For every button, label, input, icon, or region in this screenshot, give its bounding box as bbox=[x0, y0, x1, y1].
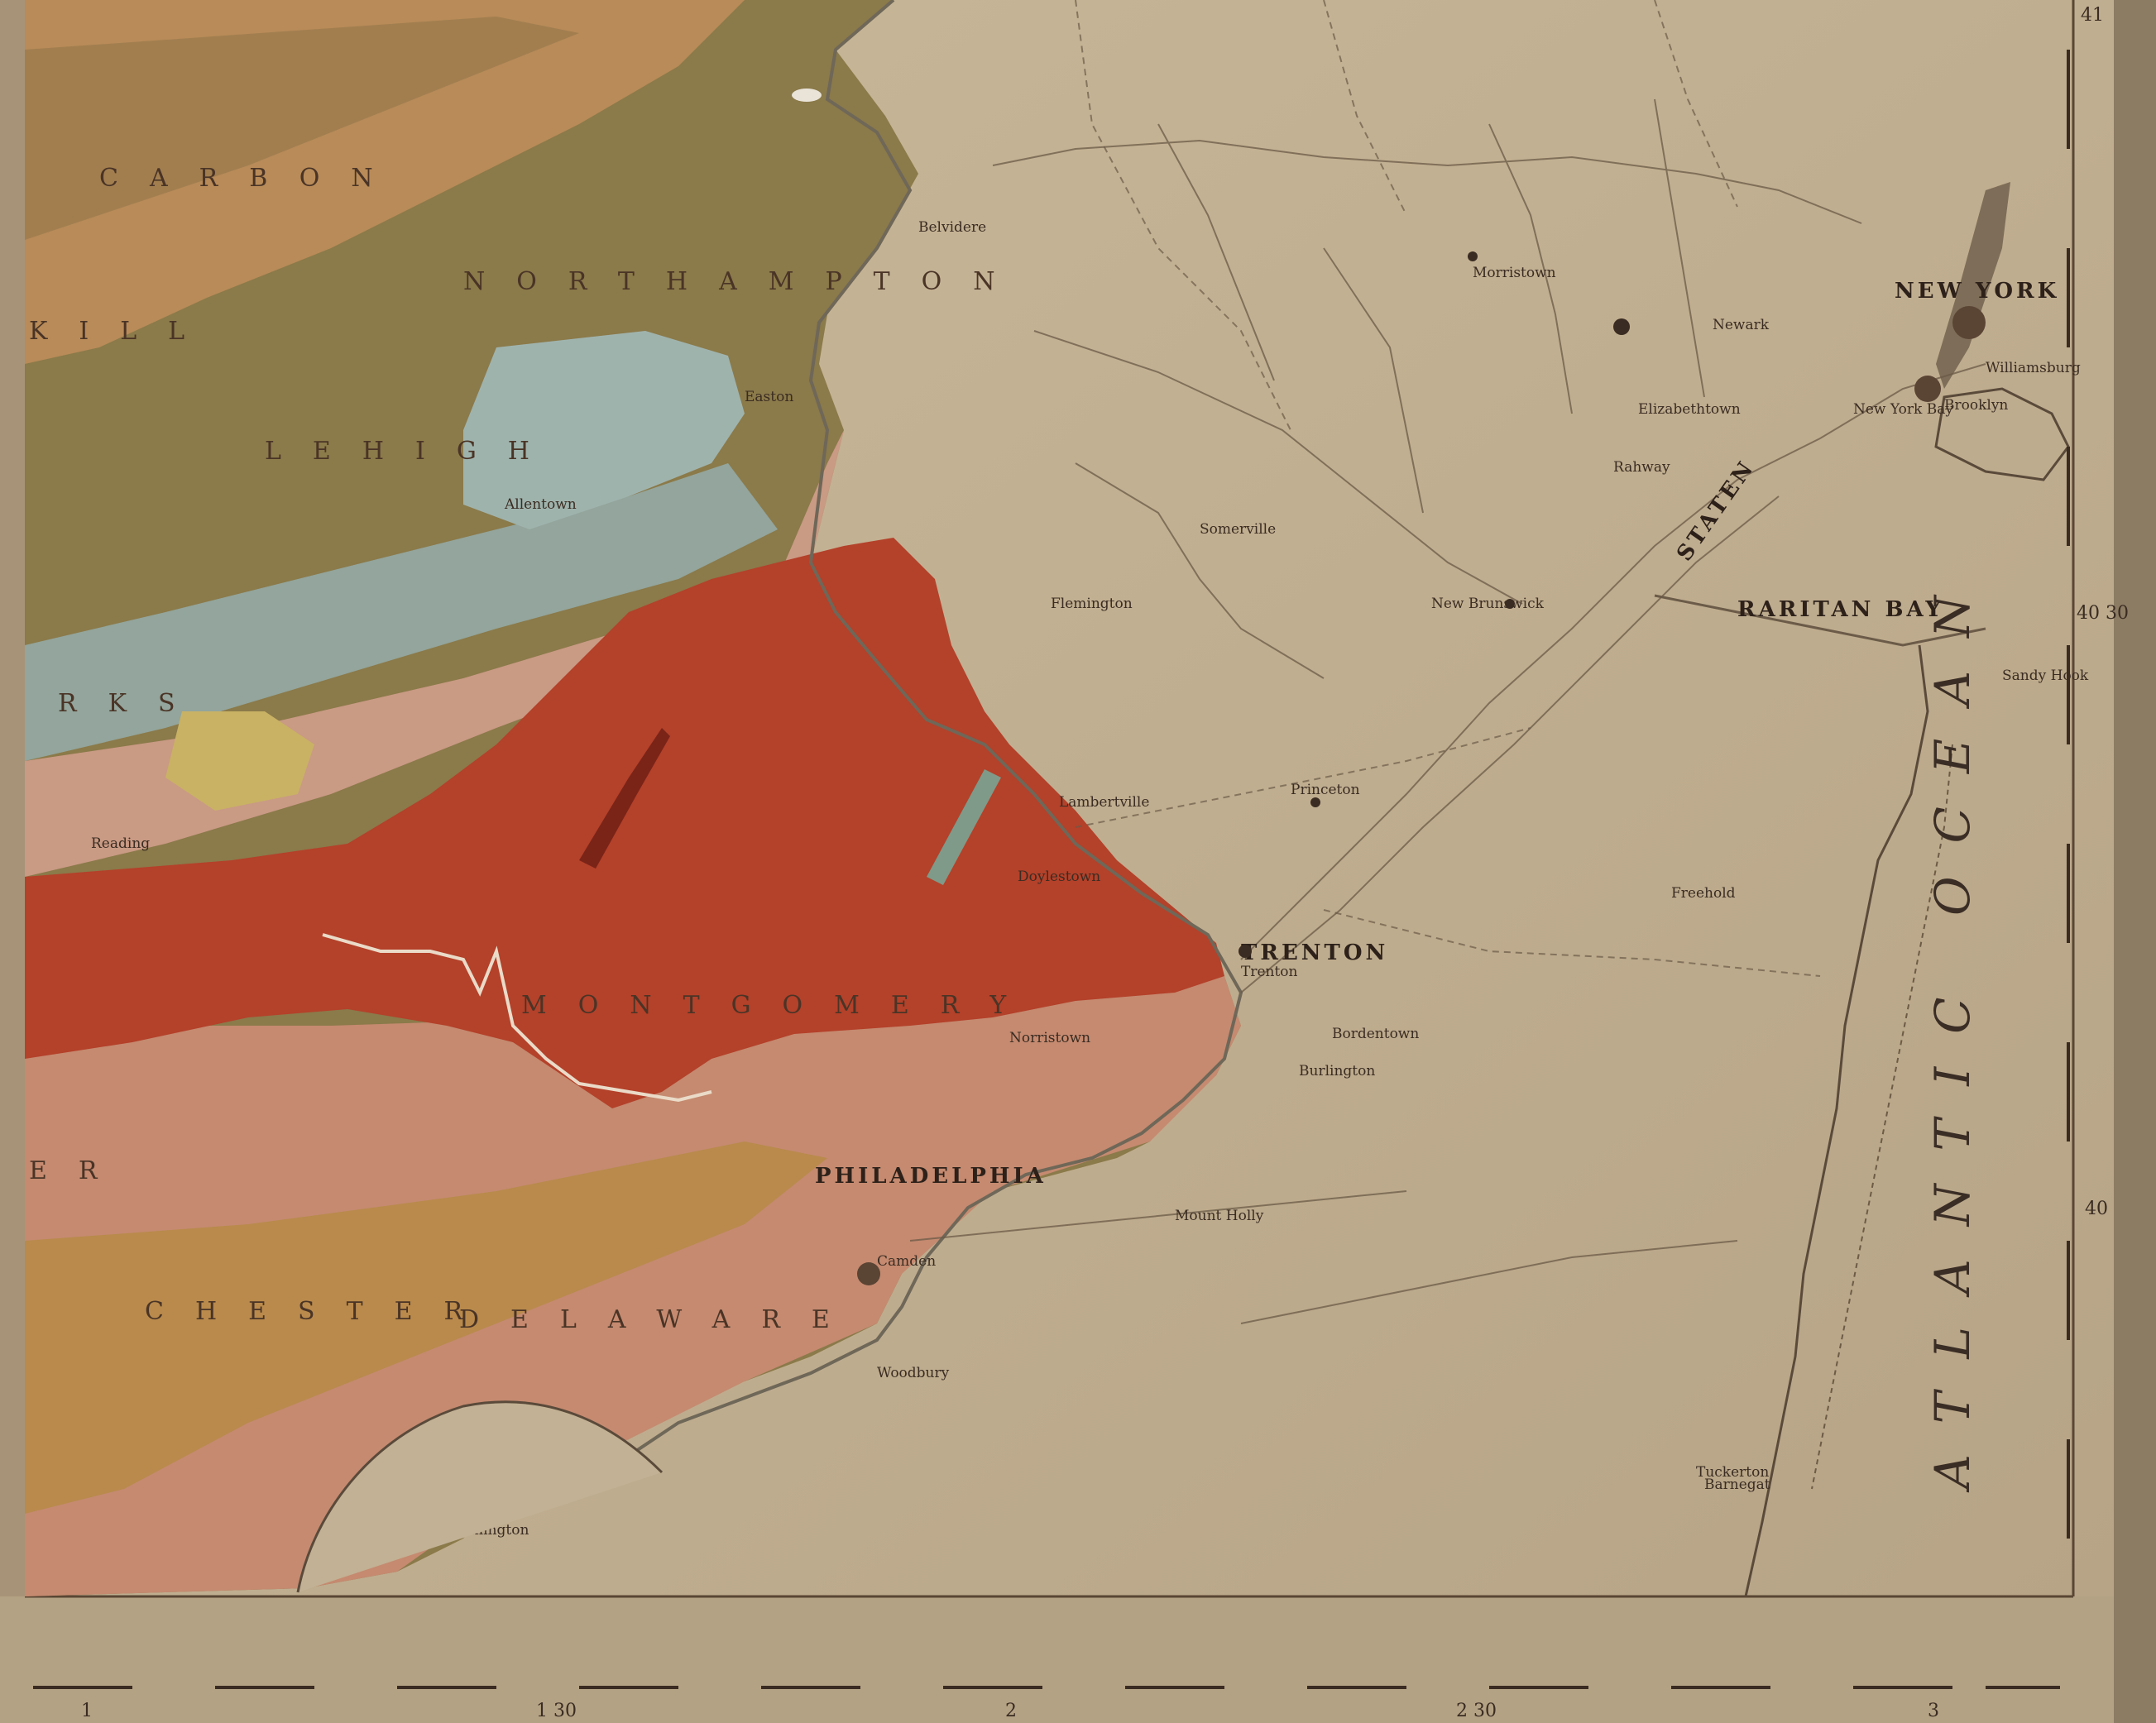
county-label-montgomery: MONTGOMERY bbox=[521, 991, 1037, 1020]
town-label: Lambertville bbox=[1059, 794, 1149, 811]
county-label-fragment: ER bbox=[29, 1156, 129, 1185]
town-label: Tuckerton bbox=[1696, 1464, 1769, 1481]
geology-red-sandstone bbox=[25, 538, 1224, 1108]
geology-band-ochre bbox=[25, 1141, 827, 1514]
town-label: Rahway bbox=[1613, 459, 1670, 476]
town-label: Bordentown bbox=[1332, 1026, 1419, 1042]
town-label: Williamsburg bbox=[1986, 360, 2081, 376]
bottom-tick: 3 bbox=[1928, 1701, 1939, 1721]
right-scale: 41 40 30 40 bbox=[2077, 5, 2129, 1219]
right-tick: 41 bbox=[2081, 5, 2104, 26]
town-label: Belvidere bbox=[918, 219, 986, 236]
label-raritan-bay: RARITAN BAY bbox=[1737, 597, 1944, 622]
town-label: Camden bbox=[877, 1253, 936, 1270]
manhattan-island bbox=[1936, 182, 2010, 389]
lake-mark bbox=[792, 89, 822, 102]
town-label: Woodbury bbox=[877, 1365, 950, 1381]
town-label: Trenton bbox=[1241, 964, 1298, 980]
geology-band-yellow bbox=[165, 711, 314, 811]
geology-band-brown-strata bbox=[25, 17, 579, 240]
geology-red-streak-2 bbox=[927, 769, 1001, 885]
city-label-new-york: NEW YORK bbox=[1895, 279, 2059, 304]
town-label: Reading bbox=[91, 835, 150, 852]
county-label-chester: CHESTER bbox=[145, 1297, 494, 1326]
road-network bbox=[909, 98, 1986, 1324]
town-label: Brooklyn bbox=[1944, 397, 2008, 414]
right-tick: 40 30 bbox=[2077, 603, 2129, 624]
town-markers bbox=[857, 251, 1986, 1285]
town-label: Mount Holly bbox=[1175, 1208, 1264, 1224]
bottom-margin-strip bbox=[0, 1596, 2156, 1723]
town-labels: Belvidere Easton Allentown Reading Flemi… bbox=[91, 219, 2089, 1539]
bottom-tick: 1 bbox=[81, 1701, 93, 1721]
town-label: New Brunswick bbox=[1431, 596, 1545, 612]
town-label: Freehold bbox=[1671, 885, 1736, 902]
bottom-tick: 1 30 bbox=[536, 1701, 577, 1721]
geology-red-streak bbox=[579, 728, 670, 869]
town-label: Allentown bbox=[504, 496, 577, 513]
county-label-lehigh: LEHIGH bbox=[265, 437, 561, 466]
town-label: Sandy Hook bbox=[2002, 668, 2089, 684]
wilmington-arc bbox=[296, 1400, 664, 1593]
geology-band-lower-pink bbox=[25, 976, 1241, 1596]
county-label-delaware: DELAWARE bbox=[459, 1305, 861, 1334]
county-label-carbon: CARBON bbox=[99, 164, 405, 193]
county-boundaries bbox=[1075, 0, 1821, 977]
town-label: Burlington bbox=[1299, 1063, 1375, 1079]
town-label: Norristown bbox=[1009, 1030, 1090, 1046]
geology-band-lightblue bbox=[463, 331, 745, 529]
atlantic-coastline bbox=[1744, 644, 1929, 1597]
town-label: Easton bbox=[745, 389, 793, 405]
delaware-river bbox=[627, 0, 1243, 1457]
ocean-label: ATLANTIC OCEAN bbox=[1924, 562, 1981, 1493]
town-label: Newark bbox=[1713, 317, 1770, 333]
town-label: Doylestown bbox=[1018, 869, 1100, 885]
town-label: Barnegat bbox=[1704, 1477, 1770, 1493]
town-label: Flemington bbox=[1051, 596, 1133, 612]
brooklyn-shore bbox=[1934, 387, 2070, 481]
county-label-northampton: NORTHAMPTON bbox=[463, 267, 1027, 296]
town-label: Somerville bbox=[1200, 521, 1276, 538]
bottom-tick: 2 30 bbox=[1456, 1701, 1497, 1721]
right-tick: 40 bbox=[2085, 1199, 2108, 1219]
raritan-bay-shore bbox=[1654, 594, 1986, 647]
label-new-york-bay: New York Bay bbox=[1853, 401, 1953, 418]
city-label-philadelphia: PHILADELPHIA bbox=[815, 1164, 1047, 1189]
county-label-berks: RKS bbox=[58, 689, 207, 718]
geology-band-bluegray bbox=[25, 463, 778, 761]
right-margin-strip bbox=[2114, 0, 2156, 1723]
city-label-trenton: TRENTON bbox=[1241, 940, 1388, 965]
town-label: Elizabethtown bbox=[1638, 401, 1741, 418]
bottom-scale: 1 1 30 2 2 30 3 bbox=[81, 1701, 1939, 1721]
town-label: Princeton bbox=[1291, 782, 1360, 798]
town-label: Morristown bbox=[1473, 265, 1556, 281]
schuylkill-river bbox=[322, 933, 712, 1103]
left-margin-strip bbox=[0, 0, 25, 1596]
barrier-island bbox=[1811, 744, 1953, 1490]
county-label-schuylkill: KILL bbox=[29, 317, 216, 346]
bottom-tick: 2 bbox=[1005, 1701, 1017, 1721]
